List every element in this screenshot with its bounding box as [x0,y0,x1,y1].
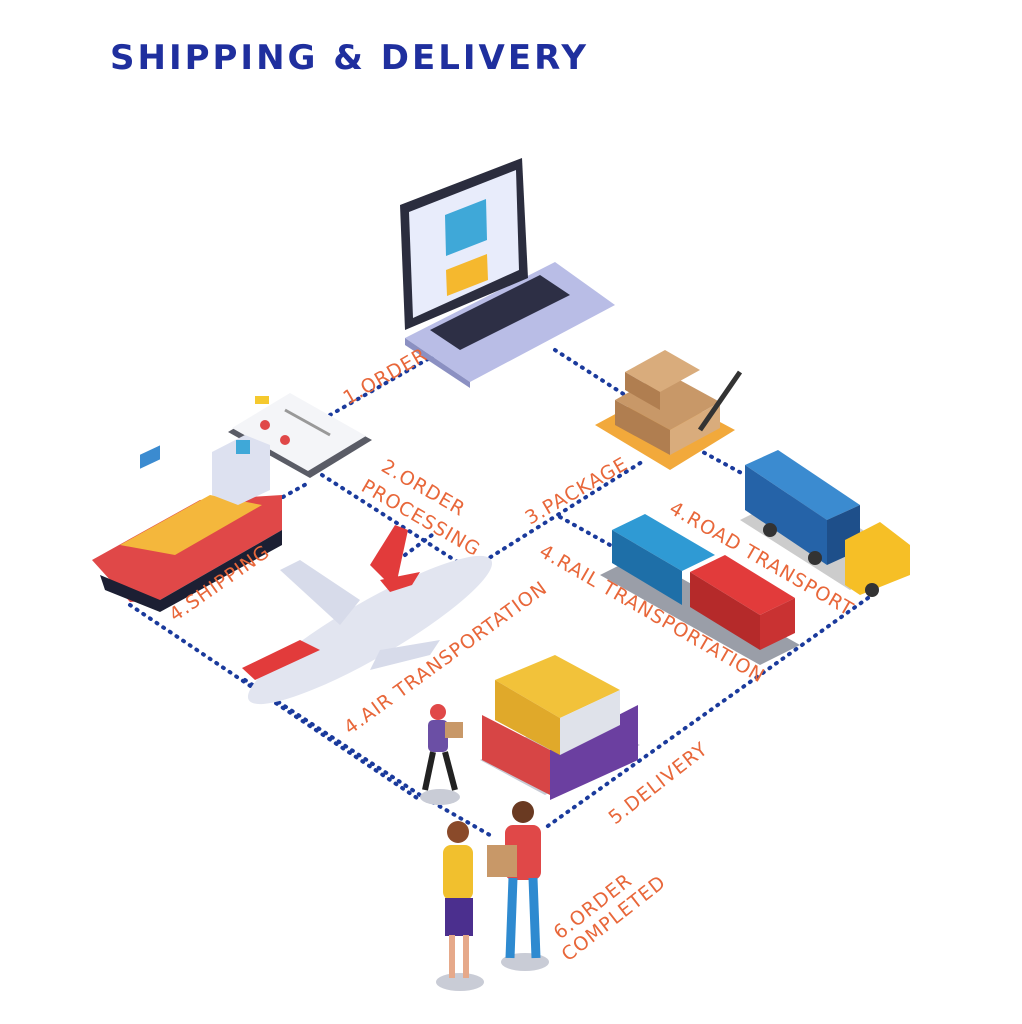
package-pallet-icon [595,350,743,470]
customers-handover-icon [436,801,549,991]
page-title: SHIPPING & DELIVERY [110,38,590,78]
train-icon [600,514,800,665]
courier-person-icon [420,704,463,805]
clipboard-icon [228,393,372,478]
truck-icon [740,450,910,597]
containers-icon [480,655,640,800]
step-package-label: 3.PACKAGE [522,453,632,529]
laptop-icon [400,158,615,388]
airplane-icon [242,525,493,705]
step-order-label: 1.ORDER [340,344,432,410]
cargo-ship-icon [92,435,282,612]
